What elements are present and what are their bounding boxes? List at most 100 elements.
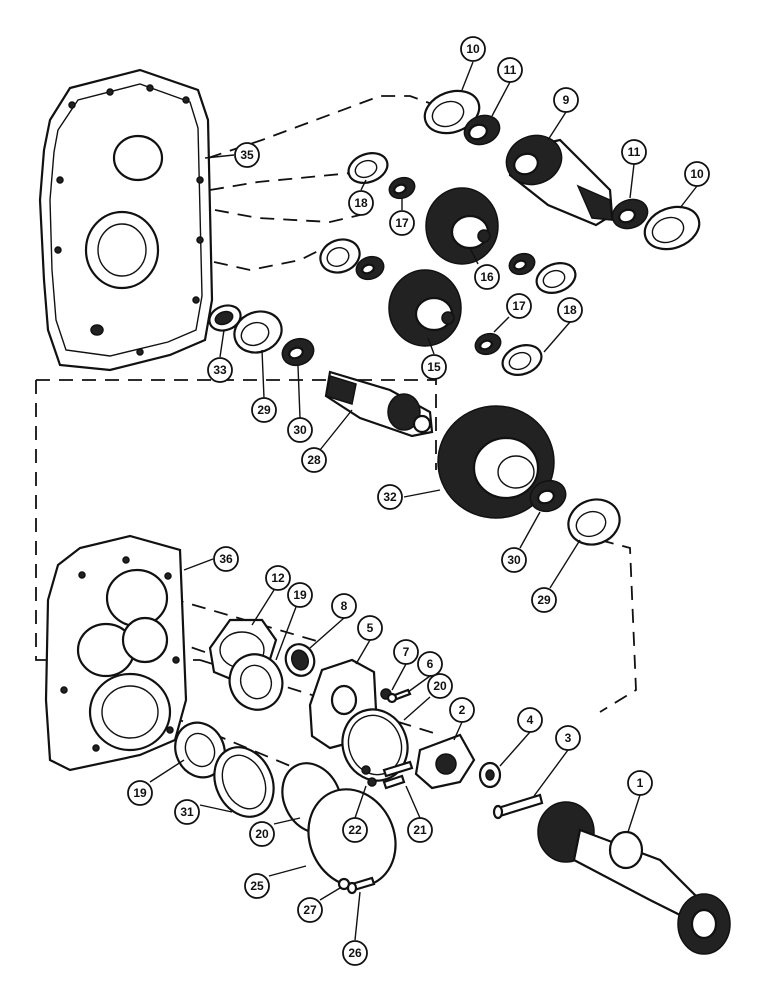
callout-10-b: 10: [684, 161, 710, 187]
svg-text:20: 20: [433, 679, 447, 693]
callout-21: 21: [407, 817, 433, 843]
cup-part-18-d: [501, 344, 543, 376]
callout-9: 9: [553, 87, 579, 113]
callout-1: 1: [627, 770, 653, 796]
bolt-part-21: [382, 760, 414, 790]
shaft-gear-part-9: [505, 134, 614, 227]
callout-18-a: 18: [348, 190, 374, 216]
svg-text:25: 25: [250, 879, 264, 893]
svg-text:29: 29: [537, 593, 551, 607]
bearing-part-17-a: [388, 176, 416, 200]
callout-30-b: 30: [501, 547, 527, 573]
gear-part-15: [388, 269, 462, 347]
callout-30-a: 30: [287, 417, 313, 443]
shaft-part-28: [324, 370, 434, 438]
svg-text:33: 33: [213, 363, 227, 377]
callout-labels: 10 11 9 11 10 35 18 17 16 17 18 15 33 29…: [127, 36, 710, 966]
svg-text:28: 28: [307, 453, 321, 467]
svg-text:31: 31: [180, 805, 194, 819]
callout-27: 27: [297, 897, 323, 923]
callout-17-a: 17: [389, 210, 415, 236]
callout-2: 2: [449, 697, 475, 723]
svg-text:15: 15: [427, 360, 441, 374]
driveshaft-part-1: [537, 801, 731, 955]
callout-25: 25: [244, 873, 270, 899]
upper-housing-part-35: [38, 68, 214, 372]
svg-text:22: 22: [348, 823, 362, 837]
callout-26: 26: [342, 940, 368, 966]
svg-text:9: 9: [563, 93, 570, 107]
callout-29-b: 29: [531, 587, 557, 613]
cup-part-29-upper: [233, 310, 283, 354]
callout-20-a: 20: [427, 673, 453, 699]
bolt-part-6: [386, 688, 412, 704]
svg-text:1: 1: [637, 776, 644, 790]
leader-lines: [149, 61, 698, 941]
shim-part-19-lower: [174, 721, 226, 779]
cover-part-20-upper: [341, 708, 409, 782]
callout-16: 16: [474, 264, 500, 290]
cup-part-10-lower: [643, 205, 701, 251]
callout-4: 4: [517, 707, 543, 733]
cup-part-29-lower: [567, 498, 621, 546]
callout-22: 22: [342, 817, 368, 843]
svg-text:30: 30: [507, 553, 521, 567]
svg-text:11: 11: [504, 63, 517, 77]
svg-text:10: 10: [690, 167, 704, 181]
svg-text:4: 4: [527, 713, 534, 727]
svg-text:8: 8: [341, 599, 348, 613]
callout-12: 12: [265, 565, 291, 591]
svg-text:19: 19: [133, 786, 147, 800]
callout-18-b: 18: [557, 297, 583, 323]
svg-text:3: 3: [565, 731, 572, 745]
callout-11-b: 11: [621, 139, 647, 165]
callout-7: 7: [393, 639, 419, 665]
callout-5: 5: [357, 615, 383, 641]
svg-text:36: 36: [219, 552, 233, 566]
cup-part-18-c: [535, 262, 577, 294]
seal-part-33: [208, 304, 242, 332]
bearing-part-11-lower: [611, 198, 649, 230]
shim-part-19-upper: [228, 653, 284, 711]
callout-31: 31: [174, 799, 200, 825]
callout-8: 8: [331, 593, 357, 619]
cup-part-10-upper: [423, 89, 481, 135]
washer-part-4: [478, 761, 502, 789]
gasket-part-31: [213, 746, 275, 818]
callout-35: 35: [234, 142, 260, 168]
bearing-part-30-lower: [529, 479, 567, 513]
bearing-part-17-d: [474, 332, 502, 356]
svg-text:26: 26: [348, 946, 362, 960]
lower-housing-part-36: [44, 534, 188, 772]
svg-text:11: 11: [628, 145, 641, 159]
svg-text:16: 16: [480, 270, 494, 284]
svg-text:12: 12: [271, 571, 285, 585]
callout-36: 36: [213, 546, 239, 572]
callout-15: 15: [421, 354, 447, 380]
callout-6: 6: [417, 651, 443, 677]
yoke-part-2: [414, 733, 476, 790]
svg-text:2: 2: [459, 703, 466, 717]
svg-text:19: 19: [293, 588, 307, 602]
svg-text:7: 7: [403, 645, 410, 659]
bearing-part-30-upper: [281, 337, 315, 367]
callout-19-a: 19: [287, 582, 313, 608]
callout-32: 32: [377, 484, 403, 510]
callout-3: 3: [555, 725, 581, 751]
bearing-part-17-c: [508, 252, 536, 276]
svg-text:6: 6: [427, 657, 434, 671]
callout-28: 28: [301, 447, 327, 473]
svg-text:20: 20: [255, 827, 269, 841]
svg-text:5: 5: [367, 621, 374, 635]
svg-text:17: 17: [395, 216, 409, 230]
callout-29-a: 29: [251, 397, 277, 423]
svg-text:17: 17: [512, 299, 526, 313]
svg-text:18: 18: [563, 303, 577, 317]
callout-17-b: 17: [506, 293, 532, 319]
cup-part-18-a: [347, 152, 389, 184]
bolt-part-3: [492, 793, 544, 820]
cup-part-18-b: [319, 238, 361, 274]
svg-text:30: 30: [293, 423, 307, 437]
svg-text:32: 32: [383, 490, 397, 504]
bearing-part-11-upper: [463, 114, 501, 146]
